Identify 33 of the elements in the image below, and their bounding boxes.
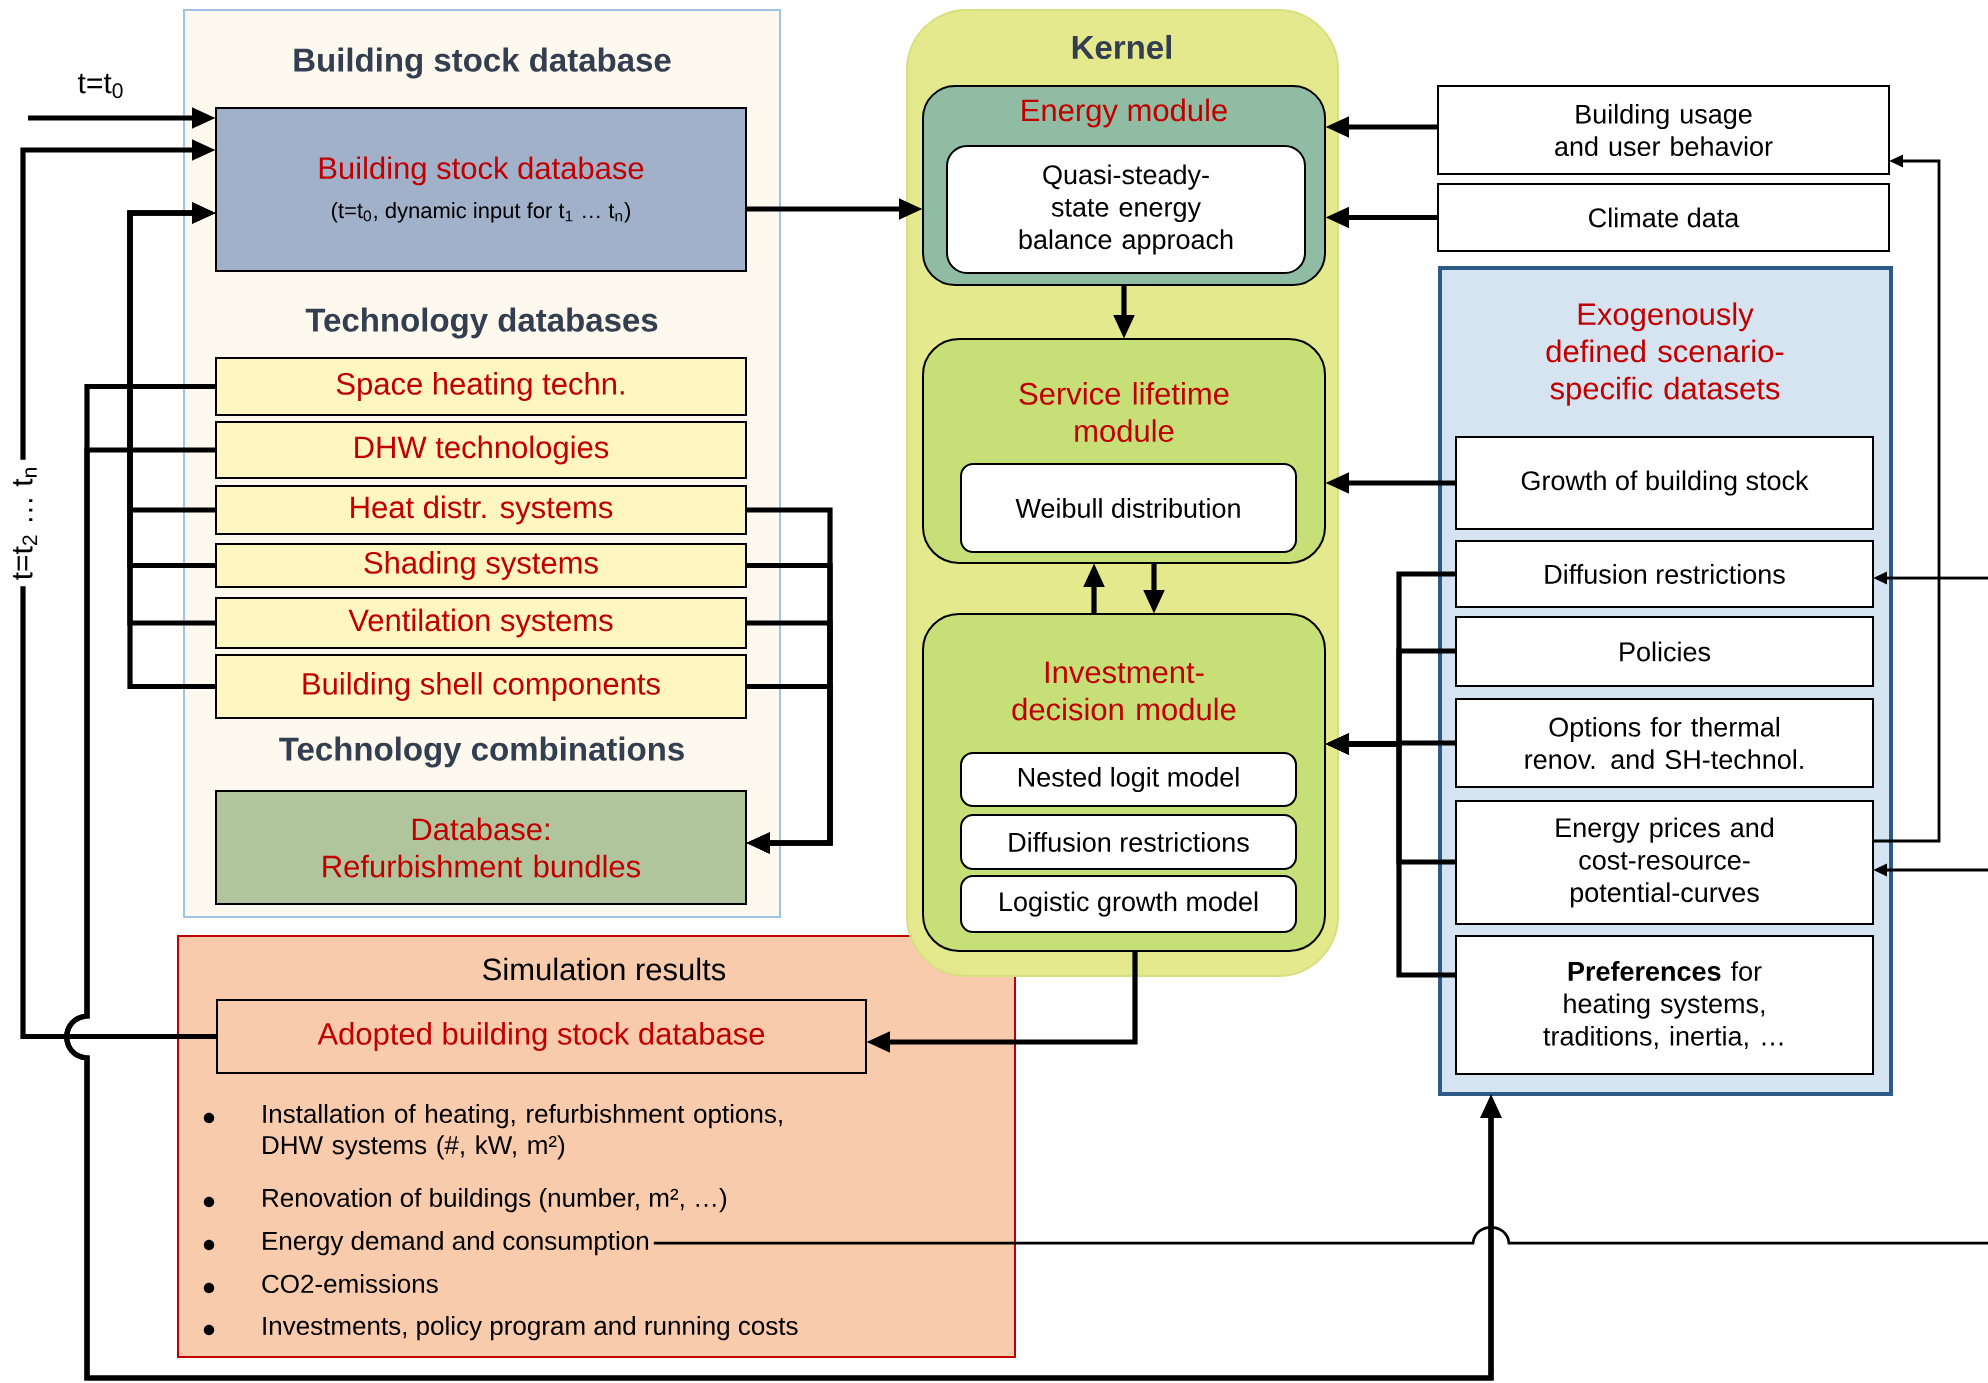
bullet-item: Installation of heating, refurbishment options, DHW systems (#, kW, m²) [203,1104,782,1160]
database-box: Database: Refurbishment bundles [215,790,747,905]
method-box: Weibull distribution [960,463,1297,553]
technology-row: Heat distr. systems [215,485,747,535]
edge-label: t=t$_{2}$ … t$_{n}$ [6,459,44,587]
edge-label: t=t$_{0}$ [78,73,123,99]
method-box: Nested logit model [960,752,1297,807]
method-box: Logistic growth model [960,875,1297,933]
technology-row: Ventilation systems [215,597,747,649]
technology-row: Shading systems [215,543,747,588]
technology-row: Space heating techn. [215,357,747,416]
dataset-box: Diffusion restrictions [1455,540,1874,608]
dataset-box: Preferences for heating systems, traditions, inertia, … [1455,935,1874,1075]
dataset-box: Policies [1455,616,1874,687]
dataset-box: Energy prices and cost-resource-potential-curves [1455,800,1874,925]
method-box: Diffusion restrictions [960,814,1297,870]
input-box: Climate data [1437,183,1890,252]
technology-row: DHW technologies [215,421,747,479]
dataset-box: Growth of building stock [1455,436,1874,530]
arrow [746,683,833,854]
node-label: CO2-emissions [262,1274,438,1294]
method-box: Quasi-steady-state energy balance approach [946,145,1306,274]
bullet-item: CO2-emissions [203,1274,438,1294]
connector-line [653,1227,1988,1245]
bullet-item: Energy demand and consumption [203,1231,649,1256]
database-box: Building stock database (t=t$_{0}$, dynamic input for t$_{1}$ … t$_{n}$) [215,107,747,272]
technology-row: Building shell components [215,654,747,719]
bullet-item: Renovation of buildings (number, m², …) [203,1188,727,1213]
database-box: Adopted building stock database [216,999,867,1074]
dataset-box: Options for thermal renov. and SH-technol. [1455,698,1874,788]
arrow [20,139,217,1040]
bullet-item: Investments, policy program and running costs [203,1316,798,1341]
input-box: Building usage and user behavior [1437,85,1890,175]
